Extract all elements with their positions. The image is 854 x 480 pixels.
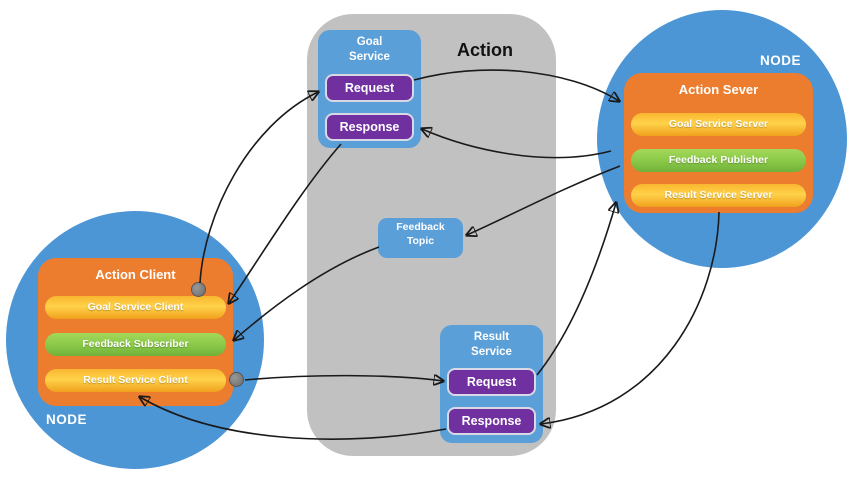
action-client-box: Action Client Goal Service Client Feedba…: [38, 258, 233, 406]
result-request-button: Request: [447, 368, 536, 396]
server-node-label: NODE: [760, 53, 802, 68]
feedback-topic-title: Feedback Topic: [396, 221, 445, 247]
result-response-button: Response: [447, 407, 536, 435]
result-service-server-pill: Result Service Server: [631, 184, 806, 207]
result-service-box: Result Service Request Response: [440, 325, 543, 443]
feedback-topic-box: Feedback Topic: [378, 218, 463, 258]
action-server-title: Action Sever: [678, 82, 759, 97]
goal-service-server-pill: Goal Service Server: [631, 113, 806, 136]
goal-client-connector-dot: [191, 282, 206, 297]
result-client-connector-dot: [229, 372, 244, 387]
goal-service-title: Goal Service: [349, 36, 390, 63]
result-service-client-pill: Result Service Client: [45, 369, 226, 392]
feedback-publisher-pill: Feedback Publisher: [631, 149, 806, 172]
goal-service-box: Goal Service Request Response: [318, 30, 421, 148]
goal-request-button: Request: [325, 74, 414, 102]
goal-response-button: Response: [325, 113, 414, 141]
client-node-label: NODE: [46, 412, 88, 427]
feedback-subscriber-pill: Feedback Subscriber: [45, 333, 226, 356]
result-service-title: Result Service: [471, 331, 512, 358]
action-area-title: Action: [457, 40, 513, 60]
goal-service-client-pill: Goal Service Client: [45, 296, 226, 319]
action-client-title: Action Client: [95, 267, 176, 282]
action-server-box: Action Sever Goal Service Server Feedbac…: [624, 73, 813, 213]
